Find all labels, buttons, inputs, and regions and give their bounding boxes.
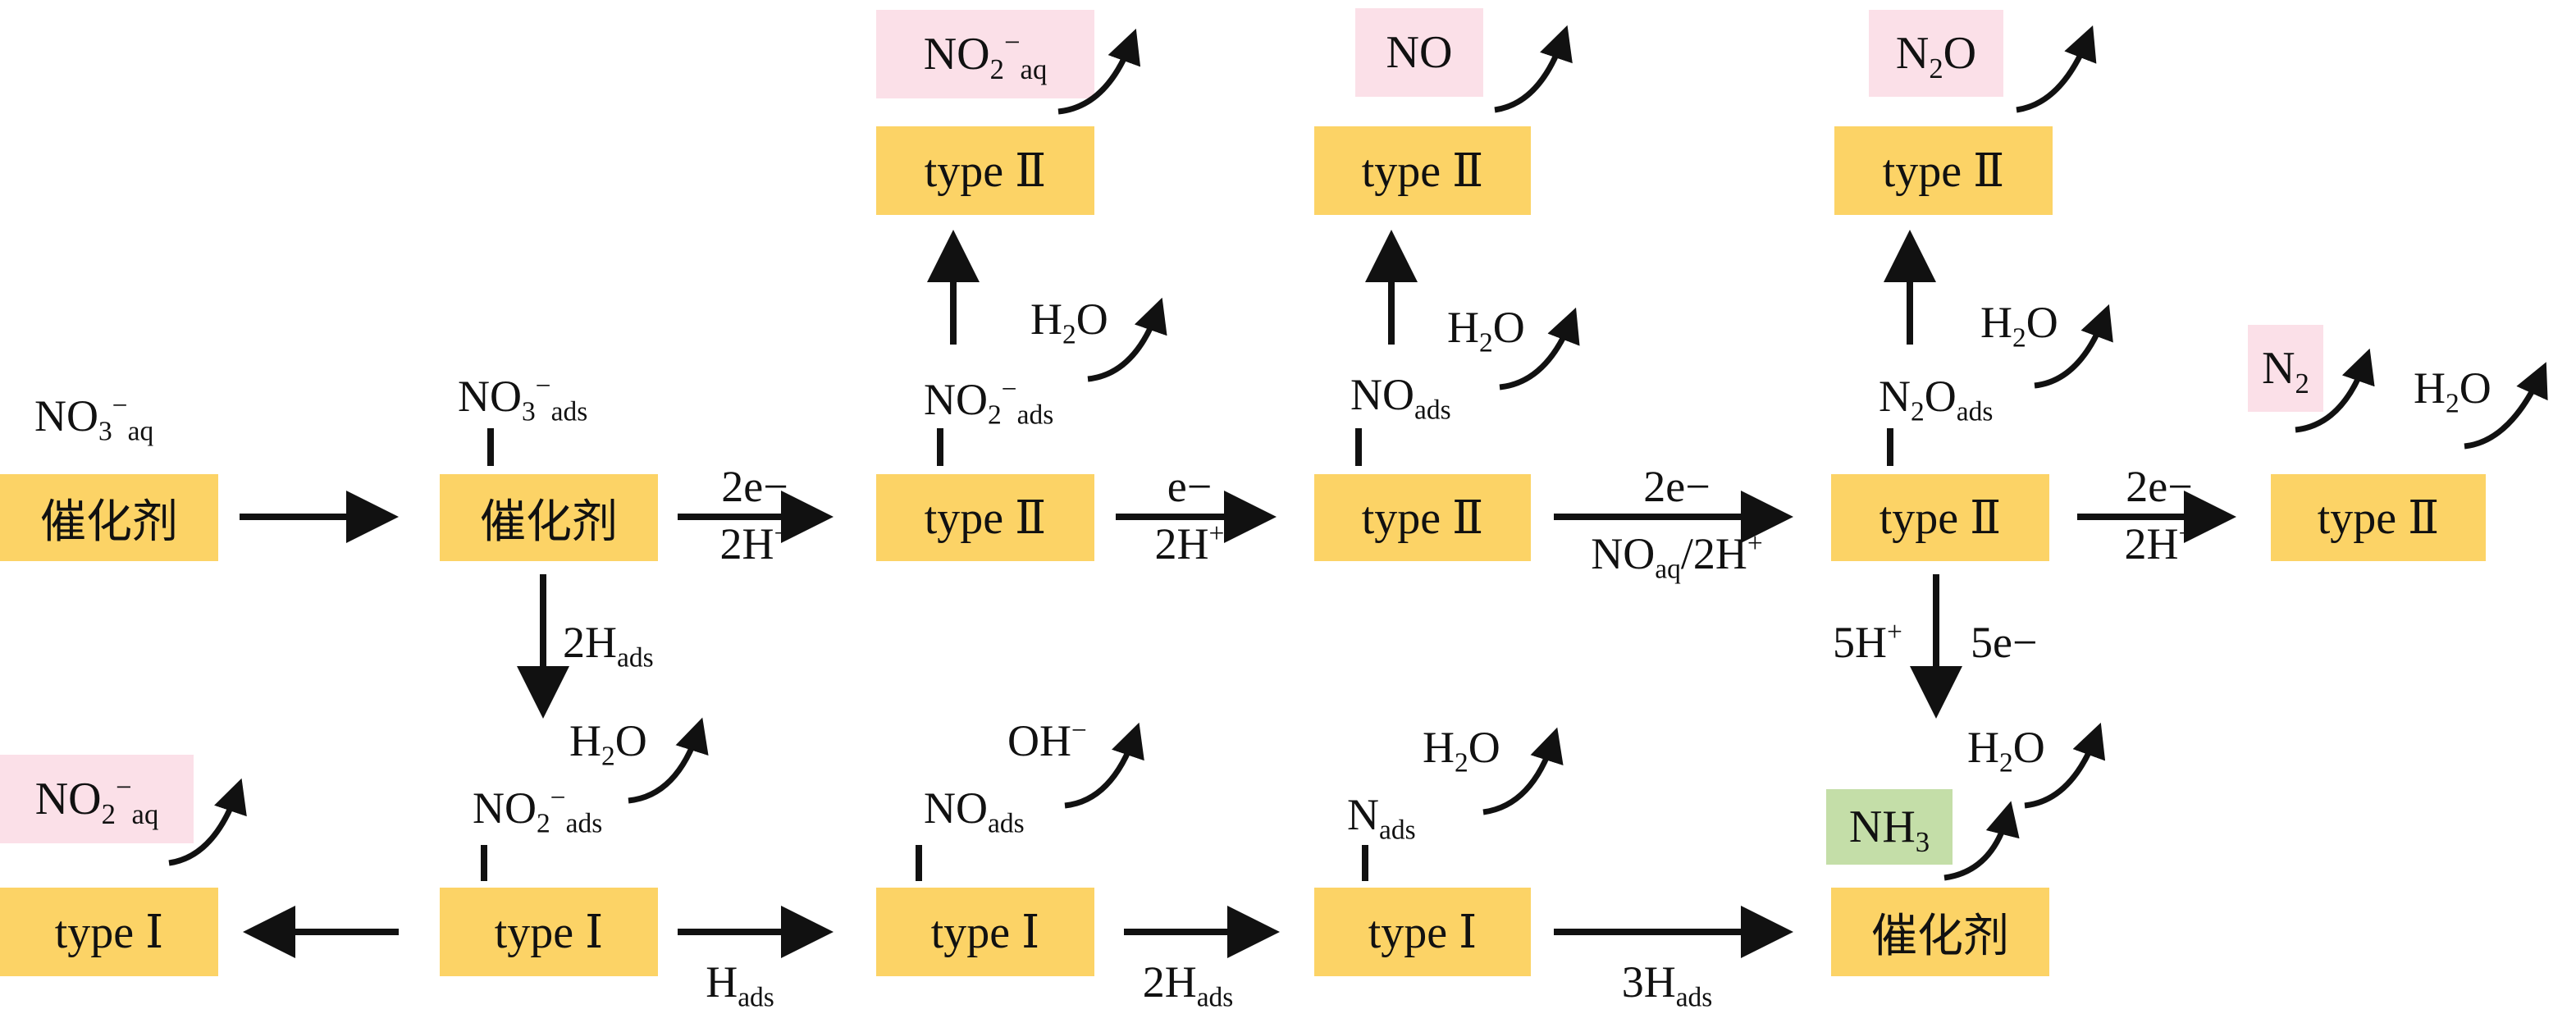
type1-box-n-ads: type Ⅰ [1314,888,1531,976]
label-2h-bottom-1: 2H+ [719,518,790,569]
catalyst-box-start: 催化剂 [0,474,218,561]
catalyst-box-nh3: 催化剂 [1831,888,2049,976]
label-2h-bottom-4: 2H+ [2124,518,2195,569]
type2-box-n2o-ads: type Ⅱ [1831,474,2049,561]
label-h2o-6: H2O [1423,723,1500,779]
label-3h-ads: 3Hads [1621,957,1713,1013]
curve-n2o-top [2016,25,2097,113]
label-5e: 5e− [1971,618,2038,667]
label-h2o-4: H2O [2414,363,2492,419]
label-h2o-3: H2O [1980,298,2058,354]
label-h2o-2: H2O [1447,303,1525,358]
label-oh: OH− [1007,715,1087,765]
label-no3-ads: NO3−ads [458,370,588,427]
type2-box-top-no2: type Ⅱ [876,126,1094,215]
label-2e-top-1: 2e− [721,462,788,511]
label-n2o-ads: N2Oads [1879,372,1994,427]
label-h2o-7: H2O [1967,723,2045,779]
type2-box-n2: type Ⅱ [2271,474,2486,561]
type2-box-no-ads: type Ⅱ [1314,474,1531,561]
product-no2-aq-top: NO2−aq [876,10,1094,98]
label-h2o-5: H2O [569,716,647,772]
label-no-ads-top: NOads [1350,370,1451,426]
type2-box-top-no: type Ⅱ [1314,126,1531,215]
type1-box-no2-aq: type Ⅰ [0,888,218,976]
product-n2o: N2O [1869,10,2003,97]
curve-nh3 [1943,801,2020,881]
label-no2-ads-top: NO2−ads [924,373,1054,431]
product-no: NO [1355,8,1483,97]
type2-box-no2-ads: type Ⅱ [876,474,1094,561]
label-e-top-2: e− [1167,462,1213,511]
label-noaq-2h-bottom-3: NOaq/2H+ [1591,527,1763,585]
label-no-ads-bottom: NOads [924,783,1025,839]
curve-no-top [1494,25,1573,113]
label-h-ads: Hads [706,957,774,1013]
product-no2-aq-left: NO2−aq [0,755,194,843]
label-2h-ads: 2Hads [1142,957,1234,1013]
type2-box-top-n2o: type Ⅱ [1834,126,2053,215]
product-nh3: NH3 [1826,789,1953,865]
label-2e-top-3: 2e− [1643,462,1710,511]
label-no3-aq: NO3−aq [34,390,154,447]
type1-box-no-ads: type Ⅰ [876,888,1094,976]
label-2h-bottom-2: 2H+ [1154,518,1225,569]
label-2e-top-4: 2e− [2126,462,2193,511]
product-n2: N2 [2248,325,2323,412]
label-2h-ads-vertical: 2Hads [563,618,654,674]
catalyst-box-adsorbed: 催化剂 [440,474,658,561]
no2-aq-formula: NO2−aq [923,26,1048,86]
type1-box-no2-ads: type Ⅰ [440,888,658,976]
label-5h: 5H+ [1833,616,1902,667]
label-n-ads: Nads [1347,790,1416,846]
label-h2o-1: H2O [1030,295,1108,350]
label-no2-ads-bottom: NO2−ads [473,782,603,839]
